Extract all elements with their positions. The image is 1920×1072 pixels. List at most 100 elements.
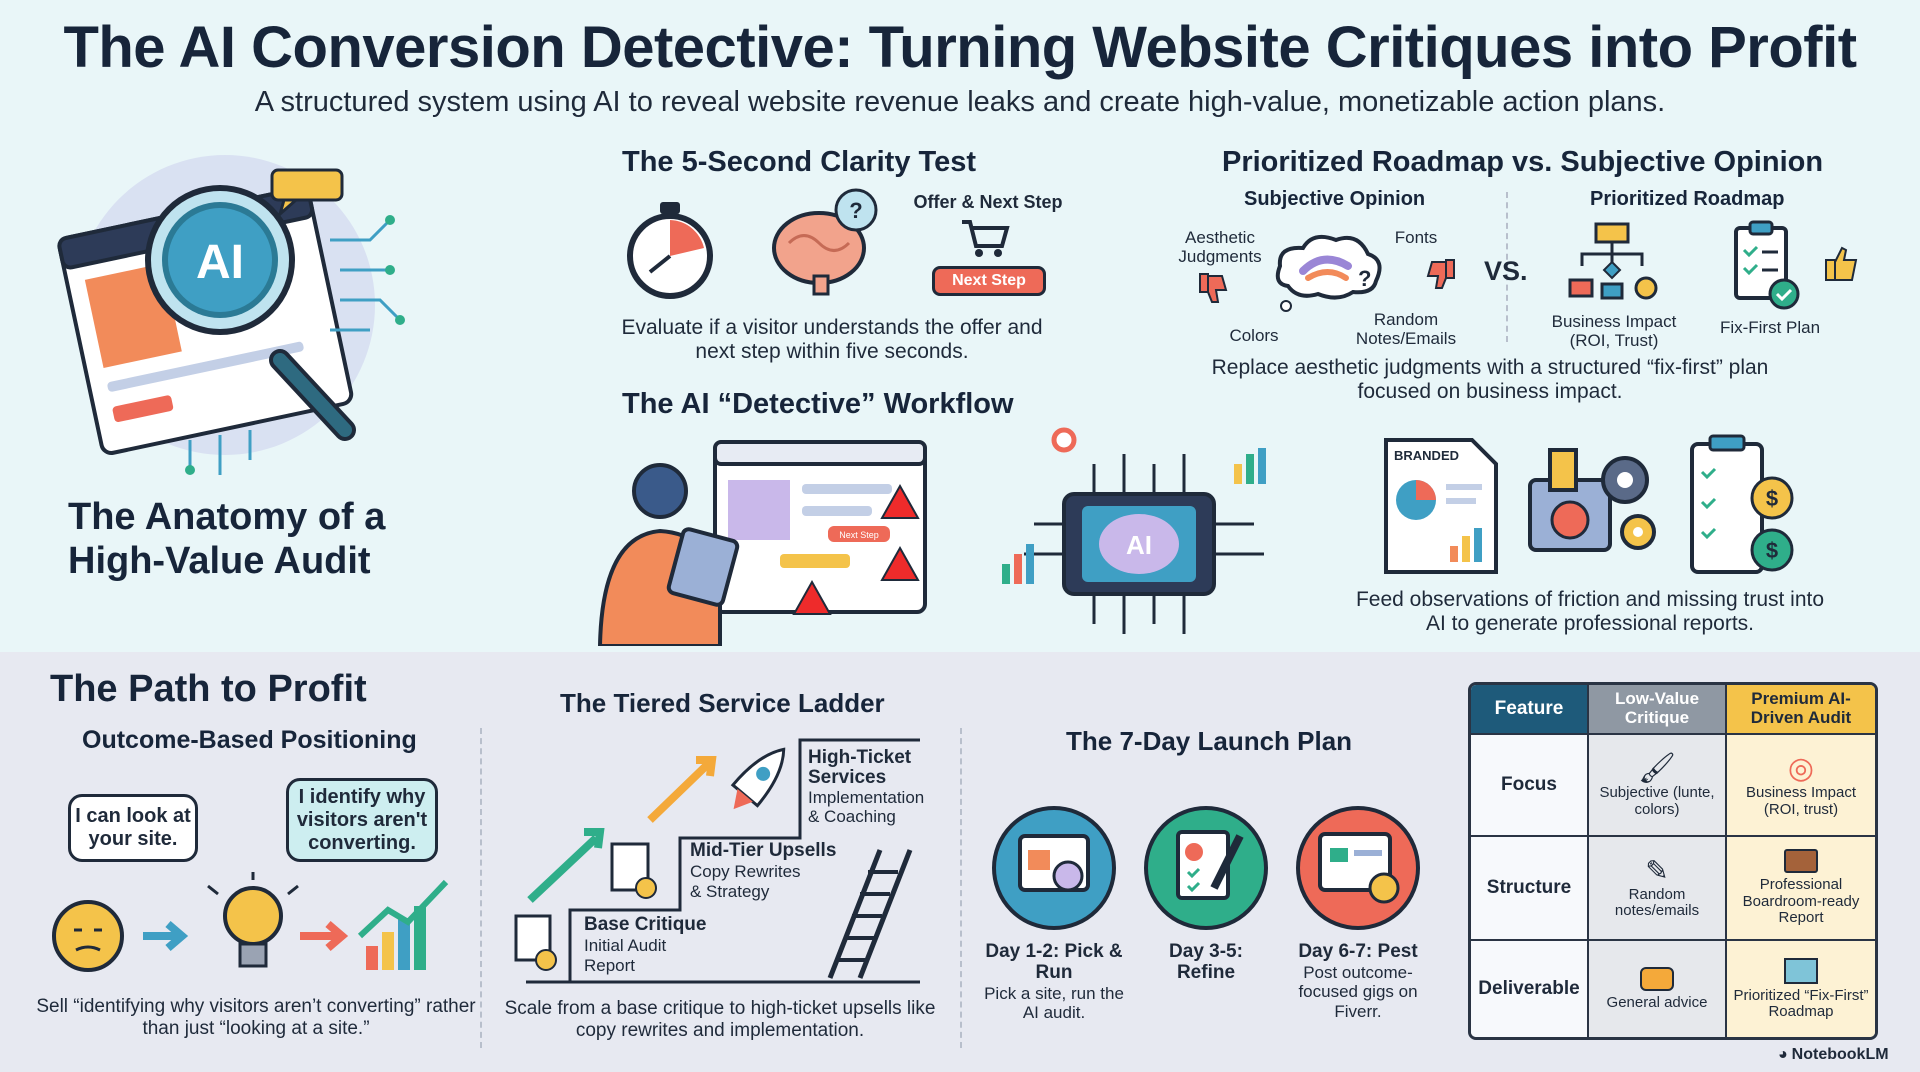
row-structure-low: ✎ Random notes/emails	[1589, 837, 1727, 939]
vs-divider	[1506, 192, 1508, 342]
branded-label: BRANDED	[1394, 448, 1459, 463]
tier-mid: Mid-Tier Upsells Copy Rewrites & Strateg…	[690, 840, 850, 901]
day-3-label: Day 3-5: Refine	[1169, 941, 1243, 983]
svg-text:$: $	[1766, 538, 1778, 563]
deliverable-premium-text: Prioritized “Fix-First” Roadmap	[1733, 986, 1869, 1020]
path-to-profit-heading: The Path to Profit	[50, 668, 367, 710]
clarity-heading: The 5-Second Clarity Test	[622, 146, 976, 178]
clarity-caption: Evaluate if a visitor understands the of…	[621, 316, 1043, 364]
header-premium: Premium AI-Driven Audit	[1727, 685, 1875, 733]
positioning-caption: Sell “identifying why visitors aren’t co…	[36, 996, 476, 1039]
day-1-label: Day 1-2: Pick & Run	[985, 941, 1123, 983]
flowchart-icon	[1562, 222, 1662, 306]
ladder-illustration	[500, 720, 940, 990]
day-3-circle	[1144, 806, 1268, 930]
roadmap-subheading: Prioritized Roadmap	[1590, 188, 1785, 210]
business-impact-label: Business Impact (ROI, Trust)	[1551, 312, 1677, 351]
tier-base-title: Base Critique	[584, 914, 707, 935]
footer-brand: ◕ NotebookLM	[1778, 1046, 1889, 1064]
thumbs-down-icon-2	[1424, 258, 1458, 292]
page-subtitle: A structured system using AI to reveal w…	[254, 86, 1666, 118]
positioning-illustration	[48, 866, 458, 976]
day-1-circle	[992, 806, 1116, 930]
structure-premium-text: Professional Boardroom-ready Report	[1742, 876, 1860, 927]
row-deliverable-label: Deliverable	[1471, 941, 1589, 1037]
workflow-mini-button: Next Step	[839, 530, 879, 540]
checklist-icon	[1730, 220, 1800, 310]
day-6-label: Day 6-7: Pest	[1298, 941, 1418, 962]
tier-mid-desc: Copy Rewrites & Strategy	[690, 862, 801, 901]
row-focus-low: 🖌 Subjective (lunte, colors)	[1589, 735, 1727, 835]
ai-chip-illustration: AI	[994, 424, 1294, 654]
brain-icon: ?	[764, 188, 884, 298]
page-title: The AI Conversion Detective: Turning Web…	[63, 15, 1857, 80]
aesthetic-label: Aesthetic Judgments	[1178, 228, 1262, 267]
tier-base: Base Critique Initial Audit Report	[584, 914, 744, 975]
offer-label: Offer & Next Step	[913, 192, 1063, 212]
question-mark: ?	[849, 198, 862, 223]
table-row: Focus 🖌 Subjective (lunte, colors) ◎ Bus…	[1471, 735, 1875, 837]
ai-badge-text: AI	[196, 236, 244, 289]
deliverable-low-text: General advice	[1606, 993, 1708, 1011]
thumbs-down-icon	[1196, 272, 1230, 306]
workflow-heading: The AI “Detective” Workflow	[622, 388, 1014, 420]
footer-brand-text: NotebookLM	[1791, 1046, 1889, 1063]
subjective-heading: Subjective Opinion	[1244, 188, 1426, 210]
day-6-circle	[1296, 806, 1420, 930]
ai-chip-label: AI	[1126, 530, 1152, 560]
day-6-desc: Post outcome-focused gigs on Fiverr.	[1298, 962, 1418, 1021]
day-1-desc: Pick a site, run the AI audit.	[984, 983, 1124, 1023]
day-6-block: Day 6-7: Pest Post outcome-focused gigs …	[1286, 941, 1430, 1022]
divider-1	[480, 728, 482, 1048]
bubble-right: I identify why visitors aren't convertin…	[286, 778, 438, 862]
row-focus-label: Focus	[1471, 735, 1589, 835]
focus-premium-text: Business Impact (ROI, trust)	[1745, 784, 1857, 818]
audit-illustration: AI	[40, 130, 440, 490]
map-icon	[1784, 957, 1818, 984]
ladder-caption: Scale from a base critique to high-ticke…	[504, 998, 936, 1041]
detective-illustration: Next Step	[580, 436, 950, 646]
briefcase-icon	[1784, 849, 1818, 874]
colors-label: Colors	[1229, 326, 1279, 345]
tier-mid-title: Mid-Tier Upsells	[690, 840, 837, 861]
ladder-heading: The Tiered Service Ladder	[560, 688, 885, 718]
bubble-left: I can look at your site.	[68, 794, 198, 862]
day-1-block: Day 1-2: Pick & Run Pick a site, run the…	[984, 941, 1124, 1023]
table-header-row: Feature Low-Value Critique Premium AI-Dr…	[1471, 685, 1875, 735]
confused-cloud-icon: ?	[1268, 226, 1388, 316]
notebooklm-logo-icon: ◕	[1778, 1046, 1788, 1063]
roadmap-heading: Prioritized Roadmap vs. Subjective Opini…	[1222, 146, 1824, 178]
thumbs-up-icon	[1822, 244, 1862, 284]
divider-2	[960, 728, 962, 1048]
workflow-caption: Feed observations of friction and missin…	[1355, 588, 1825, 636]
structure-low-text: Random notes/emails	[1614, 885, 1700, 920]
branded-report-icon: BRANDED	[1380, 436, 1502, 576]
roadmap-caption: Replace aesthetic judgments with a struc…	[1211, 356, 1769, 404]
next-step-button[interactable]: Next Step	[932, 266, 1046, 296]
chat-icon	[1640, 966, 1674, 991]
tier-base-desc: Initial Audit Report	[584, 936, 667, 975]
focus-low-text: Subjective (lunte, colors)	[1599, 784, 1715, 818]
row-focus-premium: ◎ Business Impact (ROI, trust)	[1727, 735, 1875, 835]
comparison-table: Feature Low-Value Critique Premium AI-Dr…	[1468, 682, 1878, 1040]
anatomy-heading: The Anatomy of a High-Value Audit	[68, 496, 386, 582]
table-row: Structure ✎ Random notes/emails Professi…	[1471, 837, 1875, 941]
day-3-block: Day 3-5: Refine	[1146, 941, 1266, 984]
tier-high: High-Ticket Services Implementation & Co…	[808, 748, 938, 827]
stopwatch-icon	[620, 198, 720, 303]
notes-icon: ✎	[1645, 855, 1669, 887]
table-row: Deliverable General advice Prioritized “…	[1471, 941, 1875, 1037]
row-structure-premium: Professional Boardroom-ready Report	[1727, 837, 1875, 939]
tier-high-title: High-Ticket Services	[808, 747, 912, 788]
svg-text:$: $	[1766, 486, 1778, 511]
svg-text:?: ?	[1358, 266, 1371, 291]
header-low-value: Low-Value Critique	[1589, 685, 1727, 733]
fix-first-label: Fix-First Plan	[1719, 318, 1821, 337]
paintbrush-icon: 🖌	[1637, 752, 1677, 785]
fonts-label: Fonts	[1394, 228, 1438, 247]
gear-machine-icon	[1520, 440, 1660, 570]
vs-label: VS.	[1484, 256, 1528, 286]
target-icon: ◎	[1787, 752, 1815, 785]
random-notes-label: Random Notes/Emails	[1355, 310, 1457, 349]
row-structure-label: Structure	[1471, 837, 1589, 939]
